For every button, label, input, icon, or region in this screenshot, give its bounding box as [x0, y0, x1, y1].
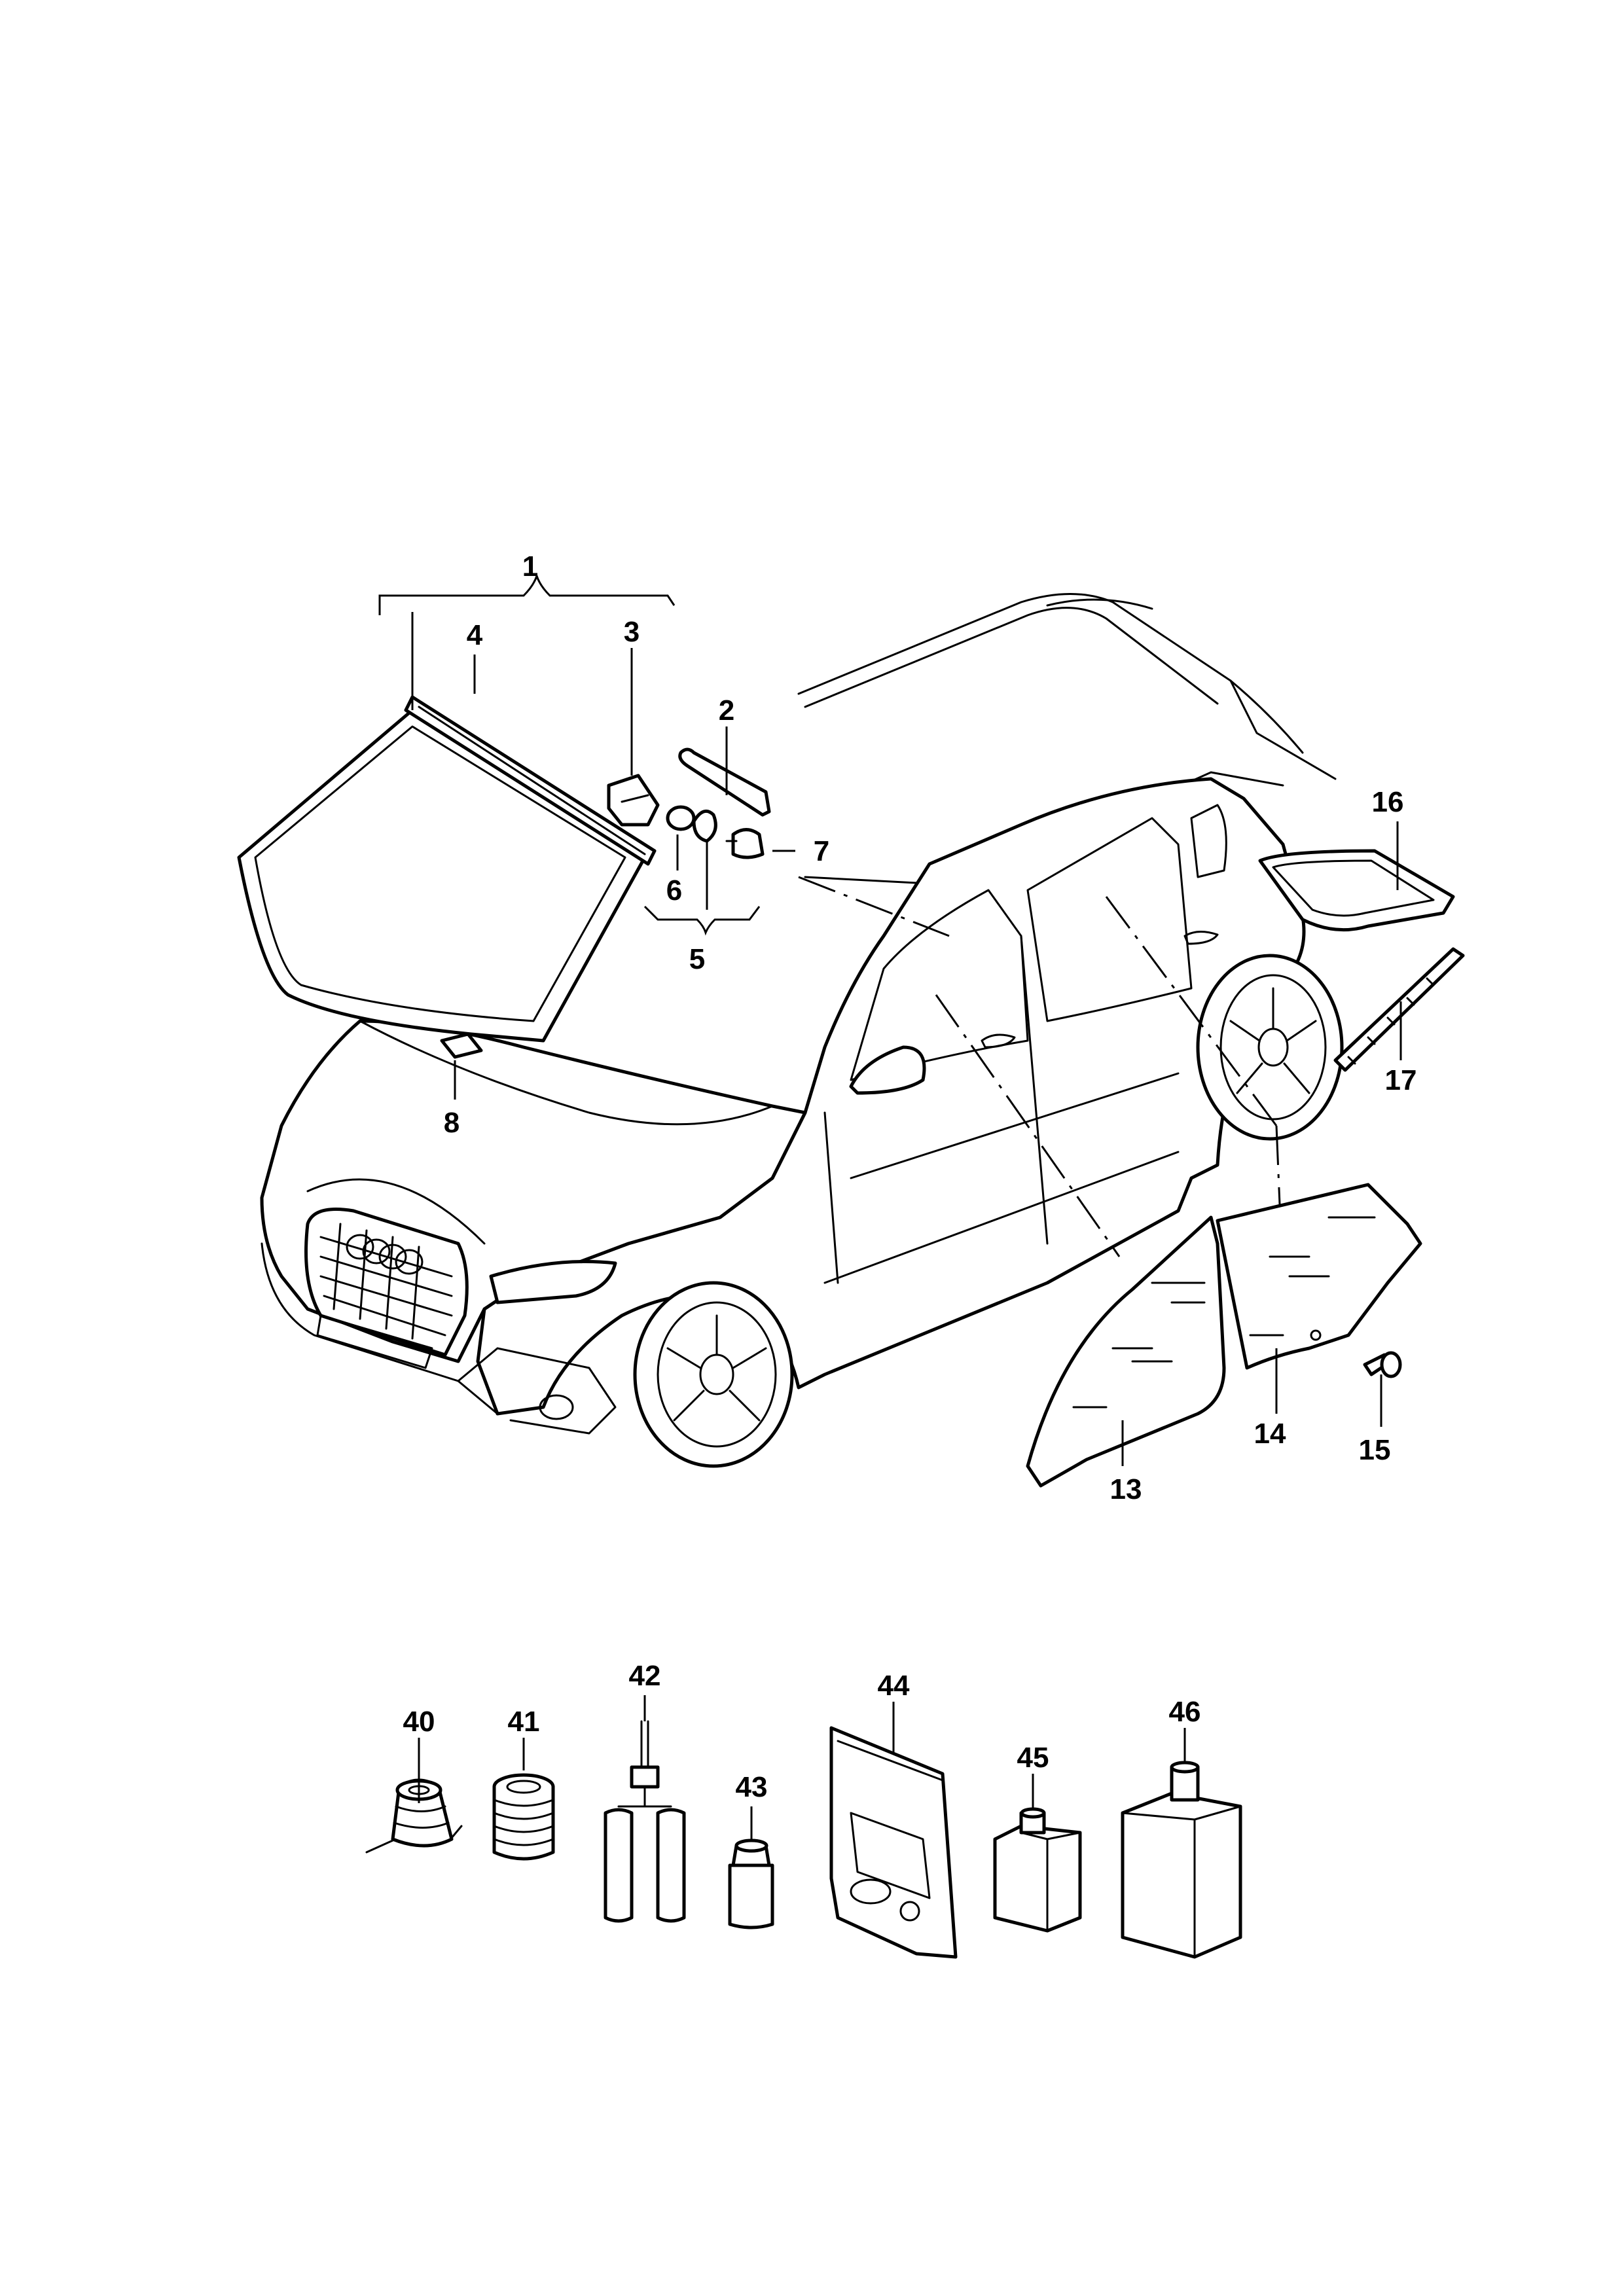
rear-quarter-glass-16 — [1258, 849, 1455, 932]
callout-5: 5 — [689, 943, 705, 975]
callout-15: 15 — [1359, 1434, 1391, 1466]
callout-42: 42 — [629, 1660, 661, 1692]
logo-rings — [346, 1234, 424, 1275]
vehicle-illustration — [260, 593, 1344, 1468]
clip-5 — [692, 809, 717, 843]
rain-sensor-7 — [725, 828, 765, 859]
gasket-ring-6 — [666, 805, 696, 831]
accessory-42-dual-cartridge — [604, 1720, 686, 1923]
windshield — [237, 708, 647, 1043]
accessory-45-small-bottle — [993, 1807, 1082, 1933]
callout-labels: 1 2 3 4 5 6 7 8 13 14 15 16 17 40 41 42 … — [403, 550, 1417, 1803]
accessory-44-kit-bag — [829, 1726, 958, 1959]
windshield-seal — [404, 695, 657, 866]
accessory-41-coil — [492, 1773, 555, 1861]
callout-2: 2 — [719, 694, 734, 726]
spacer-pad-8 — [440, 1032, 483, 1059]
rear-door-glass-14 — [1216, 1183, 1422, 1370]
callout-45: 45 — [1017, 1742, 1049, 1774]
accessory-leader-lines — [418, 1695, 1186, 1839]
callout-1: 1 — [522, 550, 538, 583]
trim-strip-17 — [1333, 947, 1465, 1072]
callout-7: 7 — [814, 835, 829, 867]
callout-13: 13 — [1110, 1473, 1142, 1505]
callout-3: 3 — [624, 616, 640, 648]
callout-16: 16 — [1372, 786, 1404, 818]
callout-8: 8 — [444, 1107, 460, 1139]
mirror-mount-bracket — [607, 774, 660, 827]
callout-14: 14 — [1254, 1418, 1286, 1450]
leader-lines — [378, 573, 1402, 1466]
callout-44: 44 — [878, 1670, 910, 1702]
callout-4: 4 — [467, 619, 483, 651]
callout-6: 6 — [666, 874, 682, 906]
callout-17: 17 — [1385, 1064, 1417, 1096]
callout-43: 43 — [736, 1771, 768, 1803]
callout-46: 46 — [1169, 1696, 1201, 1728]
accessory-43-jar — [728, 1839, 774, 1929]
accessory-46-large-bottle — [1121, 1761, 1242, 1959]
callout-40: 40 — [403, 1706, 435, 1738]
mirror-stalk-2 — [678, 747, 771, 817]
bolt-15 — [1363, 1351, 1402, 1378]
callout-41: 41 — [508, 1706, 540, 1738]
front-door-glass-13 — [1026, 1215, 1226, 1488]
accessory-40-cord-spool — [365, 1778, 463, 1854]
